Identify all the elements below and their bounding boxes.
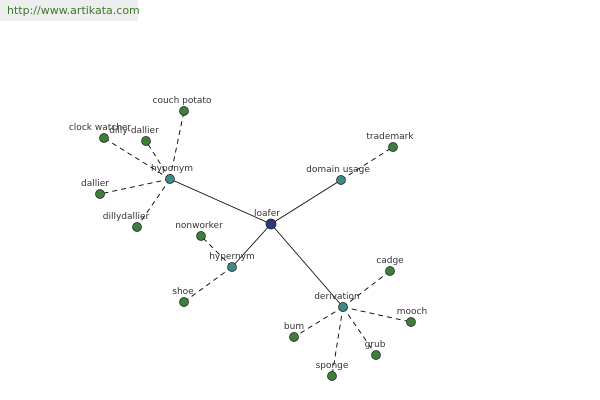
- relation-node-hyponym[interactable]: [165, 174, 175, 184]
- edge-hyponym-to-dillydallier: [136, 178, 171, 228]
- leaf-label-grub[interactable]: grub: [365, 340, 386, 350]
- leaf-label-dallier[interactable]: dallier: [81, 179, 109, 189]
- leaf-label-nonworker[interactable]: nonworker: [175, 221, 223, 231]
- edge-hyponym-to-dilly-dallier: [145, 140, 171, 180]
- relation-label-hypernym[interactable]: hypernym: [209, 252, 255, 262]
- leaf-label-couch-potato[interactable]: couch potato: [153, 96, 212, 106]
- leaf-label-dillydallier[interactable]: dillydallier: [103, 212, 150, 222]
- edge-center-to-hypernym: [231, 223, 272, 268]
- edge-derivation-to-bum: [293, 306, 344, 338]
- edge-derivation-to-cadge: [342, 270, 391, 308]
- edge-hypernym-to-shoe: [183, 266, 233, 303]
- leaf-label-shoe[interactable]: shoe: [172, 287, 194, 297]
- edge-derivation-to-grub: [342, 306, 377, 356]
- relation-node-hypernym[interactable]: [227, 262, 237, 272]
- center-node-loafer[interactable]: [265, 218, 277, 230]
- leaf-node-grub[interactable]: [371, 350, 381, 360]
- leaf-label-sponge[interactable]: sponge: [316, 361, 349, 371]
- edge-hypernym-to-nonworker: [200, 235, 233, 268]
- leaf-node-dilly-dallier[interactable]: [141, 136, 151, 146]
- leaf-node-shoe[interactable]: [179, 297, 189, 307]
- nodes: [95, 106, 416, 381]
- leaf-node-nonworker[interactable]: [196, 231, 206, 241]
- relation-label-derivation[interactable]: derivation: [314, 292, 360, 302]
- relation-label-domain-usage[interactable]: domain usage: [306, 165, 370, 175]
- leaf-label-dilly-dallier[interactable]: dilly-dallier: [109, 126, 159, 136]
- center-label-loafer[interactable]: loafer: [254, 209, 280, 219]
- leaf-node-dillydallier[interactable]: [132, 222, 142, 232]
- leaf-label-trademark[interactable]: trademark: [366, 132, 414, 142]
- leaf-node-mooch[interactable]: [406, 317, 416, 327]
- leaf-label-bum[interactable]: bum: [284, 322, 304, 332]
- relation-label-hyponym[interactable]: hyponym: [151, 164, 193, 174]
- leaf-label-cadge[interactable]: cadge: [376, 256, 404, 266]
- edge-hyponym-to-clock-watcher: [103, 137, 171, 180]
- edge-domain-usage-to-trademark: [340, 146, 394, 181]
- leaf-node-cadge[interactable]: [385, 266, 395, 276]
- edge-center-to-domain-usage: [270, 179, 342, 225]
- edge-center-to-derivation: [270, 223, 344, 308]
- edge-derivation-to-mooch: [342, 306, 412, 323]
- edge-derivation-to-sponge: [331, 306, 344, 377]
- edge-hyponym-to-dallier: [99, 178, 171, 195]
- relation-node-derivation[interactable]: [338, 302, 348, 312]
- leaf-label-mooch[interactable]: mooch: [397, 307, 427, 317]
- leaf-node-dallier[interactable]: [95, 189, 105, 199]
- leaf-node-couch-potato[interactable]: [179, 106, 189, 116]
- leaf-node-clock-watcher[interactable]: [99, 133, 109, 143]
- source-url-banner[interactable]: http://www.artikata.com: [0, 0, 140, 21]
- edge-center-to-hyponym: [169, 178, 272, 225]
- leaf-label-clock-watcher[interactable]: clock watcher: [69, 123, 132, 133]
- relation-node-domain-usage[interactable]: [336, 175, 346, 185]
- leaf-node-bum[interactable]: [289, 332, 299, 342]
- edge-hyponym-to-couch-potato: [169, 110, 185, 180]
- leaf-node-trademark[interactable]: [388, 142, 398, 152]
- leaf-node-sponge[interactable]: [327, 371, 337, 381]
- edges: [99, 110, 412, 377]
